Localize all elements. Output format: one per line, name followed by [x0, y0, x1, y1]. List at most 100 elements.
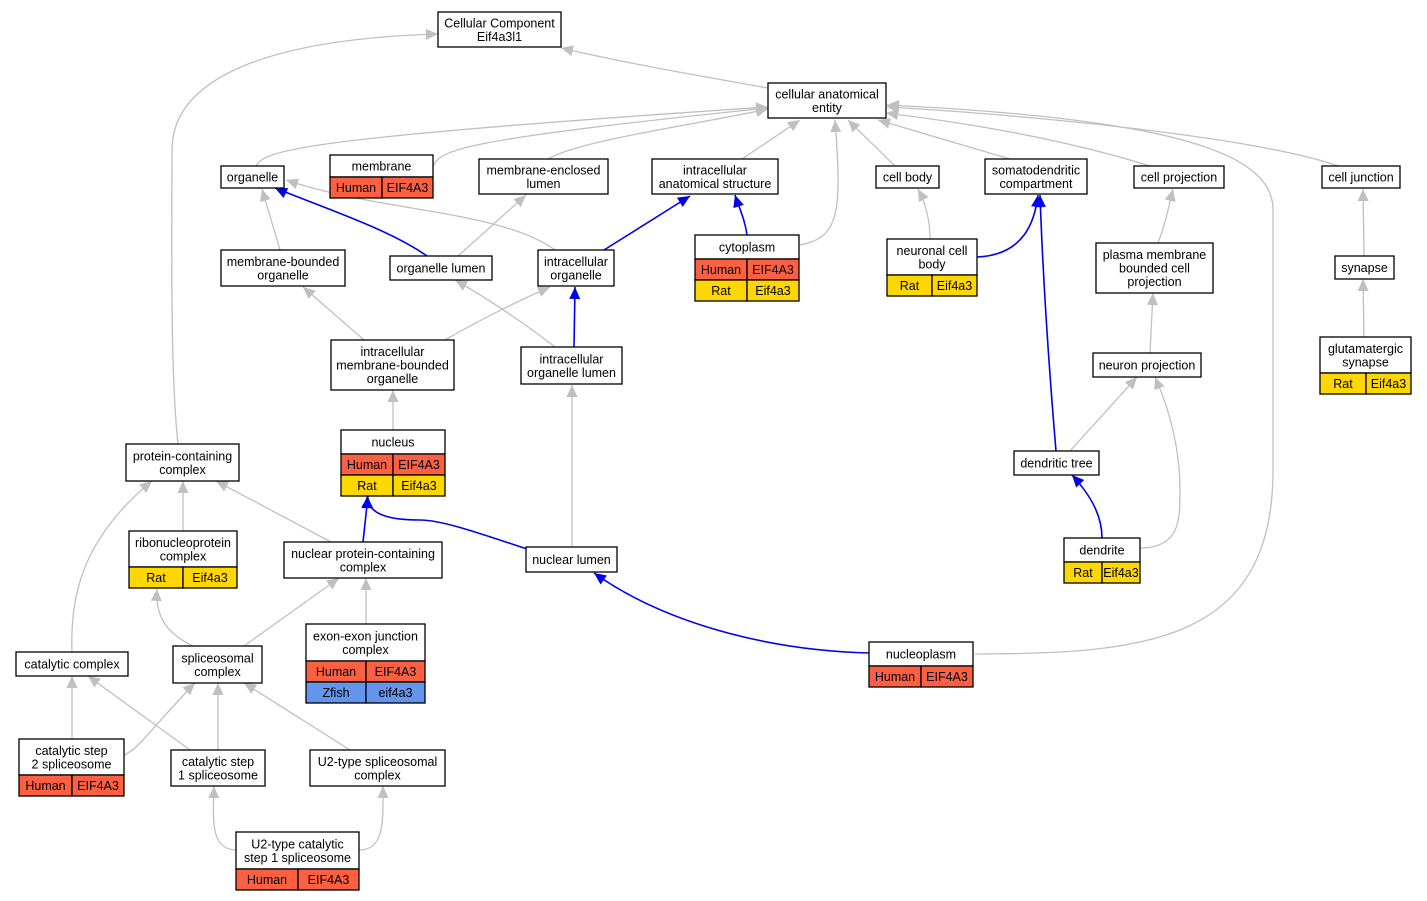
gene-label: Eif4a3 — [937, 279, 972, 293]
is-a-edge — [360, 578, 372, 624]
node-label: cell body — [883, 171, 933, 185]
arrowhead — [150, 589, 162, 602]
node-label: Cellular Component — [444, 16, 555, 30]
is-a-edge — [432, 103, 769, 167]
species-label: Human — [701, 263, 741, 277]
species-label: Human — [247, 873, 287, 887]
is-a-edge — [1357, 278, 1369, 338]
is-a-edge — [1157, 188, 1176, 244]
node-label: nucleus — [371, 436, 414, 450]
is-a-edge-highlighted — [1071, 474, 1103, 539]
node-label: body — [918, 257, 946, 271]
go-term-node[interactable]: cell junction — [1321, 165, 1401, 189]
arrowhead — [848, 120, 861, 133]
go-term-node[interactable]: organelle — [220, 165, 285, 189]
edge-line — [243, 577, 340, 647]
gene-label: Eif4a3 — [1103, 566, 1138, 580]
node-box — [1013, 450, 1100, 476]
gene-label: EIF4A3 — [387, 181, 429, 195]
is-a-edge — [212, 683, 224, 750]
arrowhead — [676, 196, 690, 208]
node-box — [651, 158, 779, 195]
gene-cell — [365, 681, 426, 704]
node-box — [1095, 242, 1214, 294]
node-box — [1319, 336, 1412, 374]
go-term-node[interactable]: cell body — [875, 165, 940, 189]
arrowhead — [755, 106, 768, 117]
gene-label: EIF4A3 — [926, 670, 968, 684]
node-label: intracellular — [544, 255, 608, 269]
arrowhead — [182, 683, 195, 696]
gene-cell — [920, 665, 974, 688]
edge-line — [215, 480, 332, 543]
gene-label: EIF4A3 — [398, 458, 440, 472]
go-term-node[interactable]: dendritic tree — [1013, 450, 1100, 476]
go-term-node[interactable]: catalytic complex — [15, 651, 129, 677]
node-label: organelle lumen — [527, 366, 616, 380]
edge-line — [366, 495, 528, 550]
edge-line — [1139, 376, 1181, 549]
node-box — [389, 255, 493, 281]
node-box — [984, 158, 1088, 195]
edge-line — [877, 119, 1011, 160]
is-a-edge — [886, 102, 1339, 167]
species-label: Rat — [900, 279, 920, 293]
go-term-node[interactable]: organelle lumen — [389, 255, 493, 281]
node-label: membrane — [352, 160, 412, 174]
node-label: nuclear lumen — [532, 553, 611, 567]
go-term-node[interactable]: synapse — [1334, 255, 1395, 280]
node-label: Eif4a3l1 — [477, 30, 522, 44]
node-label: complex — [159, 463, 206, 477]
gene-label: EIF4A3 — [77, 779, 119, 793]
edge-line — [885, 112, 1151, 167]
arrowhead — [830, 120, 842, 133]
gene-cell — [931, 274, 978, 297]
node-box — [330, 339, 455, 391]
node-box — [305, 623, 426, 662]
arrowhead — [1357, 279, 1369, 292]
arrowhead — [569, 287, 581, 300]
go-term-node[interactable]: neuron projection — [1092, 352, 1202, 378]
is-a-edge — [123, 682, 196, 756]
is-a-edge — [66, 676, 78, 739]
arrowhead — [286, 178, 300, 190]
node-box — [340, 429, 446, 455]
is-a-edge — [1139, 376, 1181, 549]
go-term-node[interactable]: cell projection — [1133, 165, 1225, 189]
is-a-edge — [1069, 376, 1138, 452]
go-term-node[interactable]: nuclear lumen — [525, 546, 618, 573]
is-a-edge — [243, 682, 351, 751]
node-label: catalytic step — [35, 744, 107, 758]
